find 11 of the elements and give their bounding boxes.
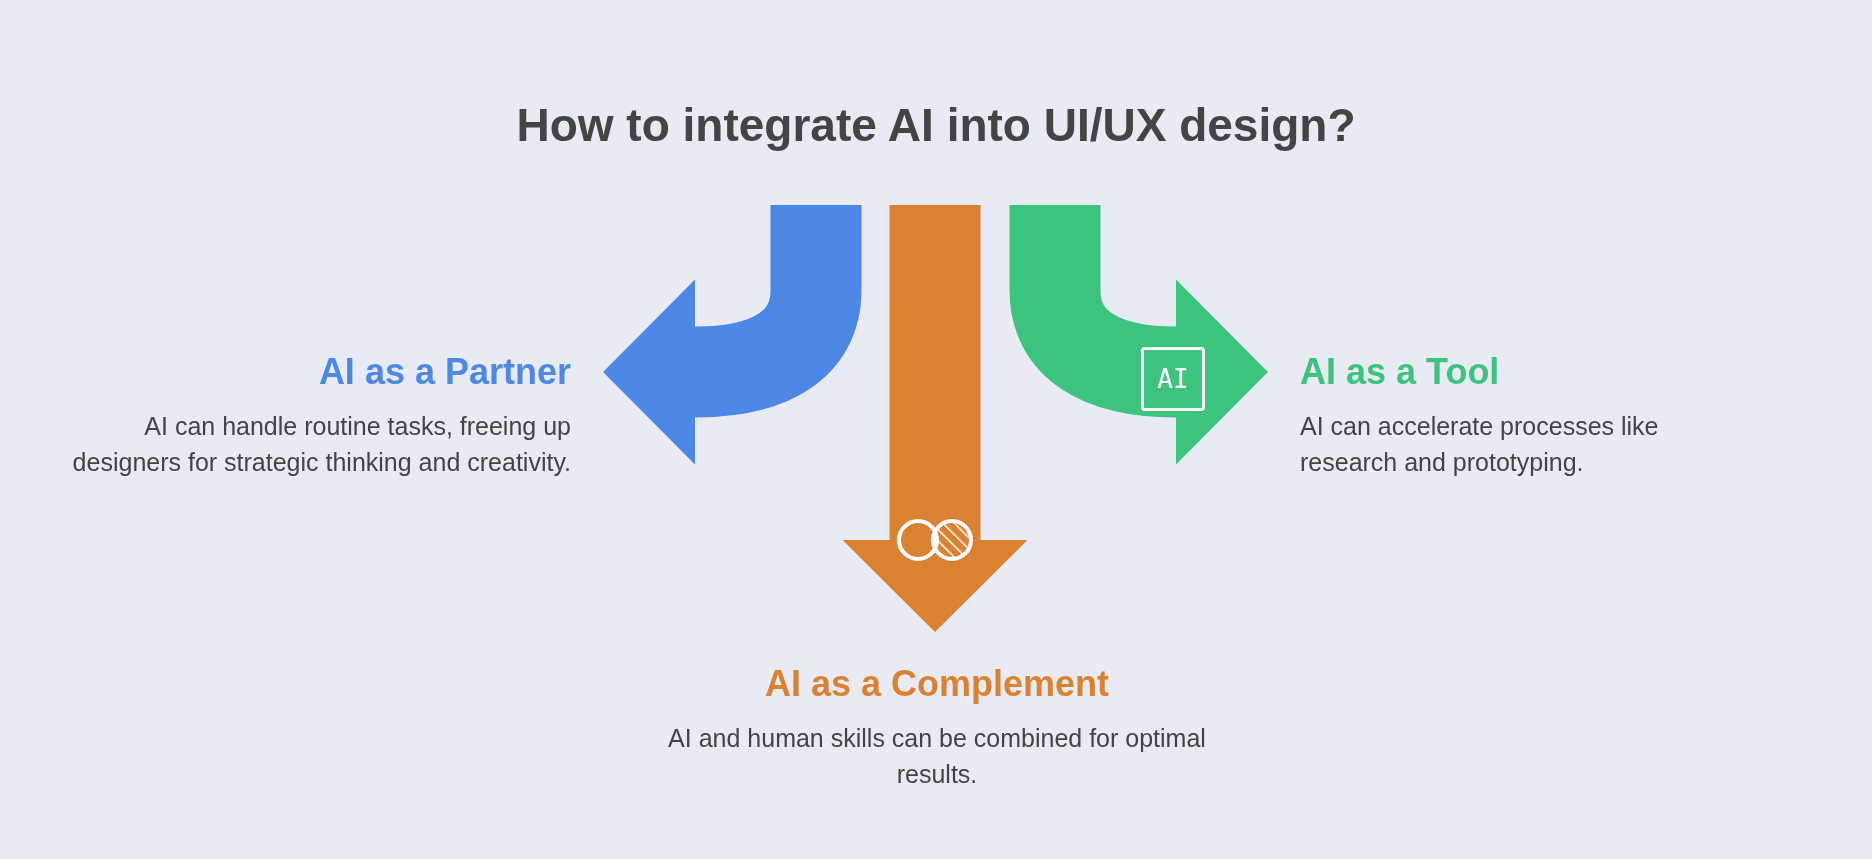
curved-arrow	[603, 205, 862, 465]
description: AI can accelerate processes like research and prototyping.	[1300, 411, 1660, 478]
ai-icon: AI	[1141, 347, 1205, 411]
description: AI and human skills can be combined for optimal results.	[667, 723, 1207, 790]
heading: AI as a Tool	[1300, 350, 1501, 394]
down-arrow	[842, 205, 1028, 632]
description: AI can handle routine tasks, freeing up designers for strategic thinking and creativity.	[71, 411, 571, 478]
heading: AI as a Complement	[763, 662, 1111, 706]
curved-arrow	[1009, 205, 1268, 465]
title: How to integrate AI into UI/UX design?	[515, 98, 1357, 152]
heading: AI as a Partner	[317, 350, 571, 394]
